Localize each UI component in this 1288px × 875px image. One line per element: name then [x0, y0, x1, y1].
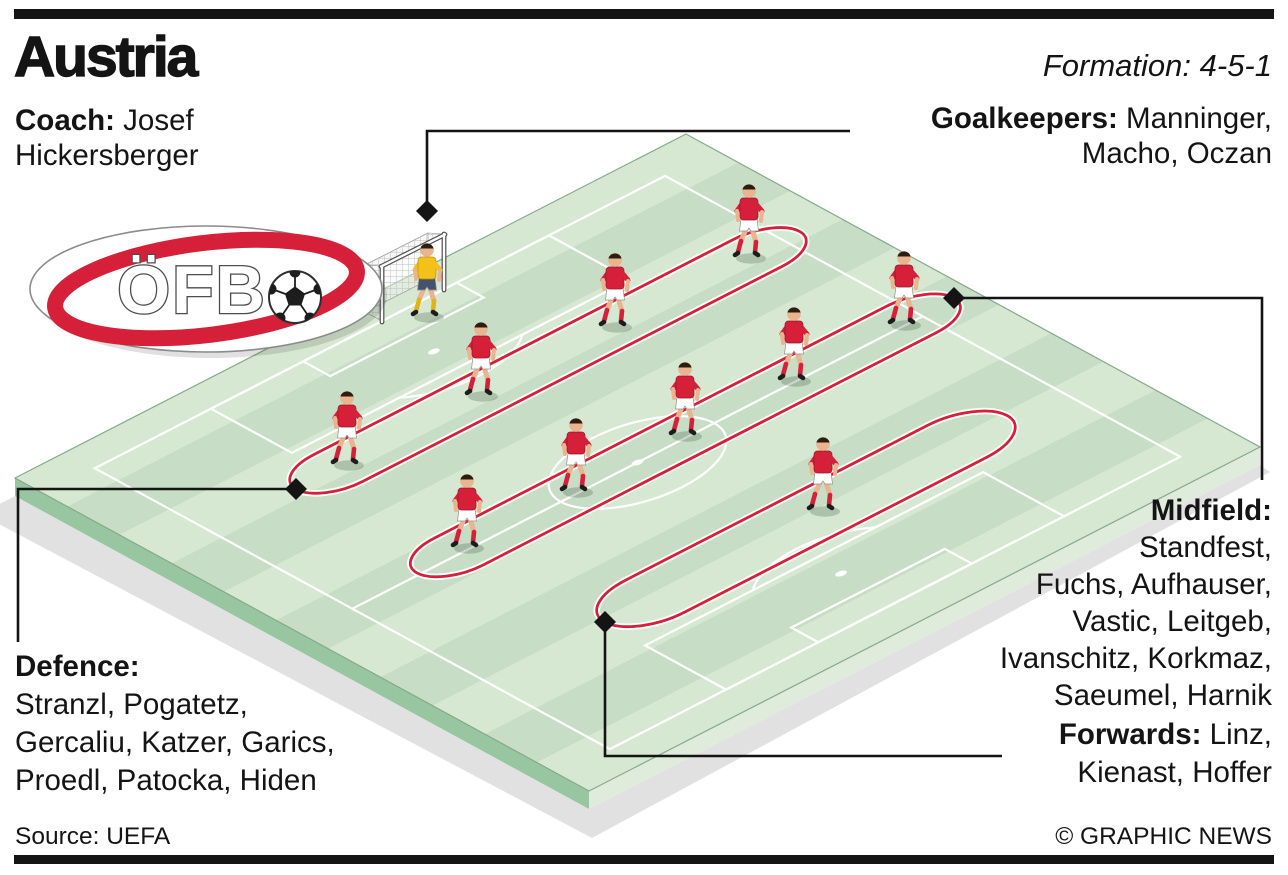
- pitch-side-face-right: [589, 447, 1260, 809]
- midfield-block: Midfield: Standfest, Fuchs, Aufhauser, V…: [1000, 492, 1272, 714]
- goalkeeper-marker-icon: [416, 200, 438, 222]
- graphic-news-credit: © GRAPHIC NEWS: [1055, 823, 1272, 850]
- top-rule: [14, 9, 1274, 19]
- goalkeepers-line-1: Goalkeepers: Manninger,: [930, 102, 1272, 135]
- coach-block: Coach: Josef Hickersberger: [15, 103, 199, 173]
- coach-line-1: Coach: Josef: [15, 104, 194, 137]
- defence-marker-icon: [285, 478, 307, 500]
- penalty-arc-near: [400, 335, 541, 408]
- defence-line: Proedl, Patocka, Hiden: [15, 764, 317, 797]
- center-spot: [631, 459, 644, 466]
- callout-lines: [16, 129, 1264, 758]
- midfield-line: Fuchs, Aufhauser,: [1035, 568, 1272, 601]
- bottom-rule: [14, 855, 1274, 864]
- pitch-shadow: [0, 465, 1270, 838]
- oefb-logo: ÖFB: [29, 225, 387, 358]
- coach-line-2: Hickersberger: [15, 139, 199, 172]
- logo-text: ÖFB: [117, 252, 267, 328]
- logo-swirl: [47, 231, 365, 347]
- pitch-side-face-left: [15, 478, 589, 809]
- midfield-line: Ivanschitz, Korkmaz,: [999, 642, 1272, 675]
- midfield-line: Vastic, Leitgeb,: [1072, 605, 1272, 638]
- penalty-spot-far: [835, 570, 847, 577]
- forwards-marker-icon: [594, 611, 616, 633]
- goalkeepers-label: Goalkeepers:: [930, 102, 1118, 135]
- forwards-label: Forwards:: [1058, 718, 1202, 751]
- defence-line: Stranzl, Pogatetz,: [15, 688, 248, 721]
- page-title: Austria: [13, 24, 199, 89]
- penalty-spot-near: [428, 348, 440, 355]
- midfield-line: Standfest,: [1139, 531, 1272, 564]
- penalty-arc-far: [735, 518, 876, 591]
- source-credit: Source: UEFA: [15, 823, 171, 850]
- goalkeepers-line-2: Macho, Oczan: [1081, 137, 1272, 170]
- midfield-marker-icon: [943, 287, 965, 309]
- forwards-line-1: Forwards: Linz,: [1058, 718, 1272, 751]
- midfield-callout-line: [954, 296, 1264, 480]
- callout-markers: [285, 200, 965, 633]
- defence-label: Defence:: [15, 650, 140, 683]
- coach-label: Coach:: [15, 104, 115, 137]
- midfield-label: Midfield:: [1150, 494, 1272, 527]
- center-circle: [516, 399, 759, 527]
- goalkeeper-callout-line: [425, 129, 850, 203]
- goal-area-far: [791, 549, 971, 642]
- pitch-top: [15, 134, 1260, 791]
- forwards-callout-line: [603, 622, 1002, 758]
- defence-callout-line: [16, 487, 296, 642]
- defence-line: Gercaliu, Katzer, Garics,: [15, 726, 335, 759]
- formation-label: Formation: 4-5-1: [1042, 48, 1272, 83]
- forwards-line-2: Kienast, Hoffer: [1077, 756, 1272, 789]
- forwards-block: Forwards: Linz, Kienast, Hoffer: [1059, 716, 1272, 792]
- midfield-line: Saeumel, Harnik: [1053, 679, 1272, 712]
- soccer-ball-icon: [268, 270, 322, 324]
- goalkeepers-block: Goalkeepers: Manninger, Macho, Oczan: [931, 101, 1272, 171]
- defence-block: Defence: Stranzl, Pogatetz, Gercaliu, Ka…: [15, 648, 335, 800]
